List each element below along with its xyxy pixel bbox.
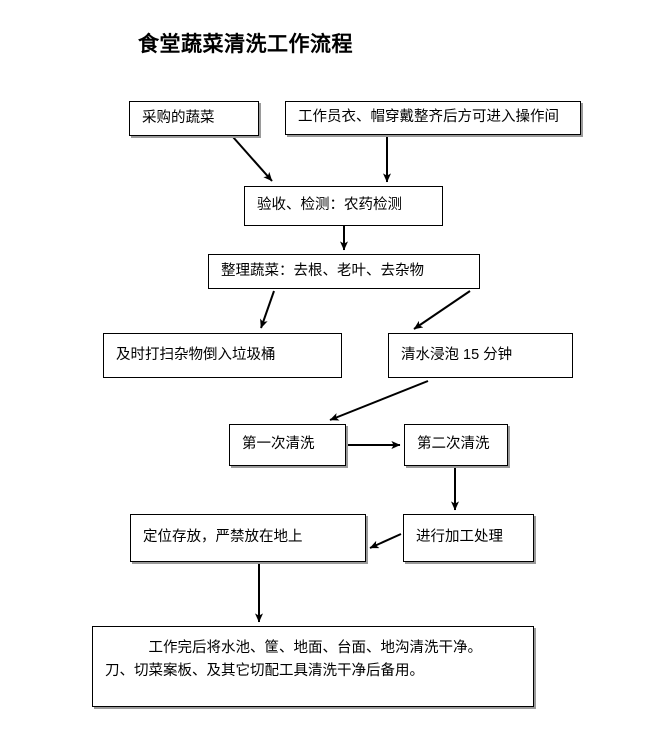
edge-n1-to-n3 — [232, 136, 273, 182]
page-title: 食堂蔬菜清洗工作流程 — [138, 33, 353, 56]
node-label: 第一次清洗 — [242, 436, 315, 453]
edge-n4-to-n6 — [413, 290, 471, 330]
node-label: 进行加工处理 — [416, 529, 503, 546]
node-proceed-processing[interactable]: 进行加工处理 — [403, 514, 534, 562]
node-label: 验收、检测：农药检测 — [257, 197, 402, 214]
node-staff-dress-code[interactable]: 工作员衣、帽穿戴整齐后方可进入操作间 — [285, 101, 581, 135]
node-label-line-2: 刀、切菜案板、及其它切配工具清洗干净后备用。 — [105, 663, 424, 680]
node-trim-vegetables[interactable]: 整理蔬菜：去根、老叶、去杂物 — [208, 254, 480, 289]
node-purchased-vegetables[interactable]: 采购的蔬菜 — [129, 101, 259, 136]
node-acceptance-pesticide-test[interactable]: 验收、检测：农药检测 — [244, 186, 443, 226]
edge-n6-to-n7 — [329, 380, 429, 421]
node-second-wash[interactable]: 第二次清洗 — [404, 424, 508, 466]
node-label: 采购的蔬菜 — [142, 109, 215, 126]
node-label: 清水浸泡 15 分钟 — [401, 346, 513, 363]
node-label: 第二次清洗 — [417, 436, 490, 453]
node-label-line-1: 工作完后将水池、筐、地面、台面、地沟清洗干净。 — [148, 640, 483, 656]
node-soak-15-minutes[interactable]: 清水浸泡 15 分钟 — [388, 333, 573, 378]
node-label: 及时打扫杂物倒入垃圾桶 — [116, 346, 276, 363]
node-final-cleanup[interactable]: 工作完后将水池、筐、地面、台面、地沟清洗干净。 刀、切菜案板、及其它切配工具清洗… — [92, 626, 534, 707]
node-dispose-waste[interactable]: 及时打扫杂物倒入垃圾桶 — [103, 333, 342, 378]
node-label: 定位存放，严禁放在地上 — [143, 529, 303, 546]
node-store-in-place[interactable]: 定位存放，严禁放在地上 — [130, 514, 366, 562]
node-label: 工作员衣、帽穿戴整齐后方可进入操作间 — [298, 109, 559, 126]
edge-n10-to-n9 — [369, 533, 402, 549]
node-label: 整理蔬菜：去根、老叶、去杂物 — [221, 262, 424, 279]
node-first-wash[interactable]: 第一次清洗 — [229, 424, 346, 466]
edge-n4-to-n5 — [260, 290, 275, 329]
